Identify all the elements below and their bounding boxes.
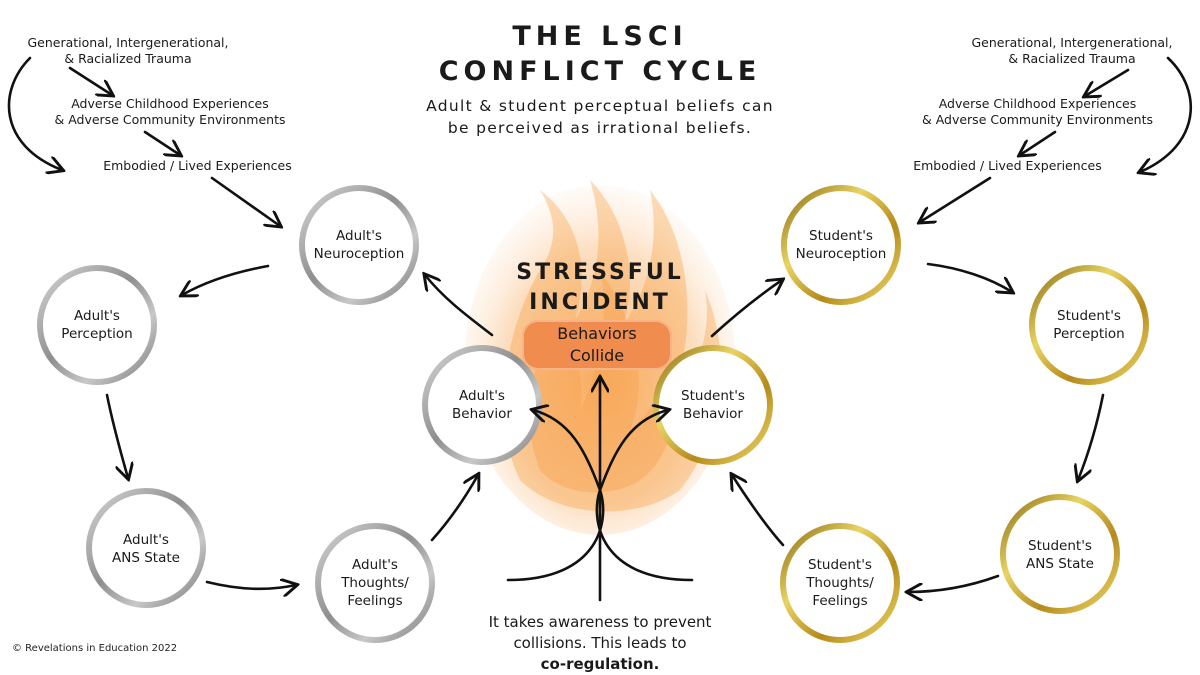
page-title-line-1: THE LSCI — [512, 21, 688, 52]
adult-perception-label: Adult's Perception — [37, 307, 157, 343]
adult-neuroception-line-2: Neuroception — [313, 246, 405, 262]
left-ace-line-1: Adverse Childhood Experiences — [71, 96, 269, 111]
arrow-left-ace-to-embodied — [143, 130, 180, 155]
adult-perception-line-2: Perception — [61, 326, 133, 342]
adult-behavior-line-2: Behavior — [452, 406, 512, 422]
student-behavior-line-1: Student's — [681, 388, 745, 404]
arrow-student-ans-to-thoughts — [908, 574, 1000, 592]
student-ans-state-label: Student's ANS State — [1000, 537, 1120, 573]
right-trauma-label: Generational, Intergenerational, & Racia… — [952, 35, 1192, 67]
left-ace-label: Adverse Childhood Experiences & Adverse … — [40, 96, 300, 128]
arrow-student-thoughts-to-behavior — [732, 475, 785, 547]
student-behavior-line-2: Behavior — [683, 406, 743, 422]
left-ace-line-2: & Adverse Community Environments — [54, 112, 286, 127]
student-cycle — [653, 185, 1149, 643]
arrow-left-embodied-to-neuroception — [210, 176, 280, 226]
right-embodied-label: Embodied / Lived Experiences — [913, 158, 1102, 173]
left-embodied-label: Embodied / Lived Experiences — [103, 158, 292, 173]
right-trauma-line-1: Generational, Intergenerational, — [971, 35, 1173, 50]
right-ace-label: Adverse Childhood Experiences & Adverse … — [905, 96, 1170, 128]
adult-thoughts-line-3: Feelings — [347, 593, 403, 609]
behaviors-collide-line-2: Collide — [569, 346, 625, 365]
adult-thoughts-label: Adult's Thoughts/ Feelings — [315, 556, 435, 610]
adult-ans-state-node — [86, 488, 206, 608]
student-ans-state-line-1: Student's — [1028, 538, 1092, 554]
adult-ans-state-line-1: Adult's — [123, 532, 169, 548]
arrow-adult-perception-to-ans — [105, 393, 128, 478]
adult-perception-line-1: Adult's — [74, 308, 120, 324]
copyright-notice: © Revelations in Education 2022 — [12, 643, 178, 654]
subtitle-line-2: be perceived as irrational beliefs. — [447, 119, 753, 137]
student-perception-node — [1029, 265, 1149, 385]
student-thoughts-node — [780, 523, 900, 643]
arrow-adult-neuroception-to-perception — [182, 264, 270, 295]
adult-neuroception-line-1: Adult's — [336, 228, 382, 244]
page-title-line-2: CONFLICT CYCLE — [438, 56, 762, 87]
student-thoughts-line-3: Feelings — [812, 593, 868, 609]
arrow-student-perception-to-ans — [1078, 393, 1105, 480]
arrow-adult-behavior-to-neuroception — [425, 275, 494, 337]
adult-thoughts-line-1: Adult's — [352, 557, 398, 573]
student-thoughts-label: Student's Thoughts/ Feelings — [780, 556, 900, 610]
arrow-student-neuroception-to-perception — [926, 262, 1012, 292]
cycle-arrows — [7, 56, 1193, 602]
adult-thoughts-node — [315, 523, 435, 643]
arrow-left-trauma-to-ace — [68, 66, 112, 95]
student-neuroception-label: Student's Neuroception — [781, 227, 901, 263]
adult-behavior-line-1: Adult's — [459, 388, 505, 404]
student-thoughts-line-2: Thoughts/ — [806, 575, 874, 591]
adult-behavior-label: Adult's Behavior — [422, 387, 542, 423]
left-trauma-line-1: Generational, Intergenerational, — [27, 35, 229, 50]
arrow-student-behavior-to-neuroception — [710, 280, 782, 338]
student-ans-state-node — [1000, 494, 1120, 614]
left-trauma-line-2: & Racialized Trauma — [64, 51, 192, 66]
adult-ans-state-line-2: ANS State — [112, 550, 180, 566]
behaviors-collide-badge: Behaviors Collide — [522, 320, 672, 370]
student-thoughts-line-1: Student's — [808, 557, 872, 573]
stressful-incident-line-2: INCIDENT — [529, 290, 671, 315]
adult-ans-state-label: Adult's ANS State — [86, 531, 206, 567]
subtitle: Adult & student perceptual beliefs can b… — [370, 95, 830, 139]
student-neuroception-line-1: Student's — [809, 228, 873, 244]
arrow-right-ace-to-embodied — [1020, 130, 1057, 155]
student-ans-state-line-2: ANS State — [1026, 556, 1094, 572]
subtitle-line-1: Adult & student perceptual beliefs can — [426, 97, 774, 115]
co-regulation-note-line-3: co-regulation. — [540, 655, 660, 673]
student-perception-line-2: Perception — [1053, 326, 1125, 342]
arrow-left-trauma-loop — [7, 56, 62, 170]
arrow-right-trauma-to-ace — [1085, 68, 1130, 96]
arrow-right-embodied-to-neuroception — [920, 176, 992, 222]
co-regulation-note-line-1: It takes awareness to prevent — [488, 613, 712, 631]
arrow-adult-thoughts-to-behavior — [430, 475, 478, 542]
arrow-adult-ans-to-thoughts — [205, 582, 296, 589]
student-neuroception-node — [781, 185, 901, 305]
behaviors-collide-line-1: Behaviors — [557, 324, 637, 343]
student-perception-label: Student's Perception — [1029, 307, 1149, 343]
arrow-right-trauma-loop — [1140, 56, 1193, 172]
stressful-incident-line-1: STRESSFUL — [516, 260, 684, 285]
right-ace-line-1: Adverse Childhood Experiences — [938, 96, 1137, 111]
adult-thoughts-line-2: Thoughts/ — [341, 575, 409, 591]
right-trauma-line-2: & Racialized Trauma — [1008, 51, 1136, 66]
right-ace-line-2: & Adverse Community Environments — [921, 112, 1154, 127]
student-neuroception-line-2: Neuroception — [795, 246, 887, 262]
adult-neuroception-label: Adult's Neuroception — [299, 227, 419, 263]
adult-perception-node — [37, 265, 157, 385]
co-regulation-note: It takes awareness to prevent collisions… — [440, 612, 760, 675]
adult-cycle — [37, 185, 542, 643]
student-behavior-label: Student's Behavior — [653, 387, 773, 423]
left-trauma-label: Generational, Intergenerational, & Racia… — [8, 35, 248, 67]
student-perception-line-1: Student's — [1057, 308, 1121, 324]
adult-neuroception-node — [299, 185, 419, 305]
co-regulation-note-line-2: collisions. This leads to — [513, 634, 687, 652]
